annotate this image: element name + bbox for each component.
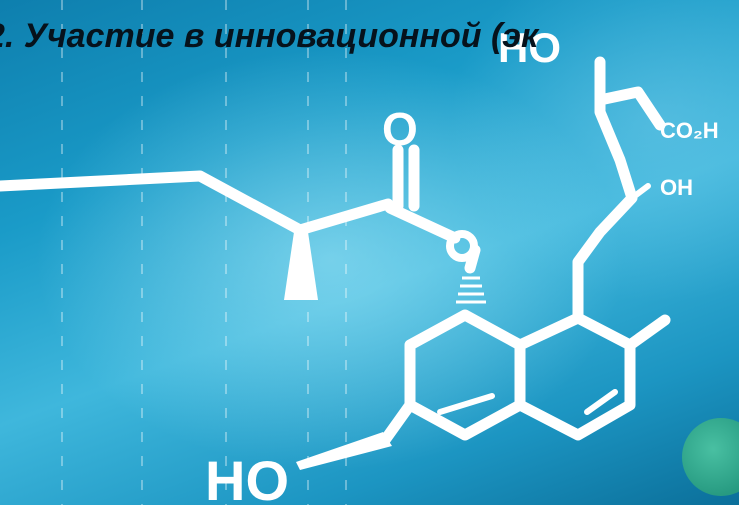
slide-title-text: 2. Участие в инновационной (эк [0,17,539,55]
label-carboxyl: CO₂H [660,118,719,143]
decorative-green-circle [682,418,739,496]
slide-title: 2. Участие в инновационной (эк [0,14,739,64]
label-hydroxyl-bottom: HO [205,449,289,505]
label-hydroxyl-top: HO [498,24,561,71]
label-hydroxyl-side: OH [660,175,693,200]
label-oxygen-top: O [382,103,418,155]
